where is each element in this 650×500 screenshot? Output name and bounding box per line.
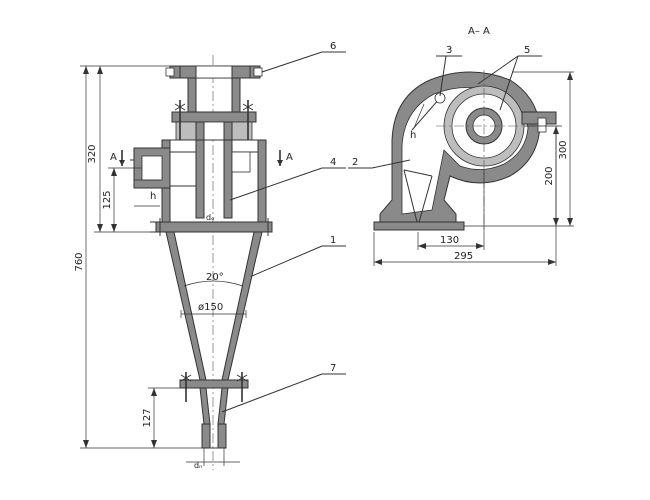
dim-height-300: 300 — [558, 140, 569, 159]
apex-flange — [179, 379, 249, 389]
leader-4 — [229, 167, 323, 201]
dim-cone-angle: 20° — [206, 272, 224, 283]
underflow-diameter: dₙ — [194, 461, 202, 470]
dim-upper-height: 320 — [87, 144, 98, 163]
dim-cone-diameter: ø150 — [198, 302, 223, 313]
leader-2 — [371, 159, 411, 169]
base-plate — [373, 221, 465, 231]
leader-5b — [499, 55, 519, 111]
dim-underflow-height: 127 — [142, 408, 153, 427]
cone-angle-arc — [183, 280, 244, 287]
leader-7 — [221, 373, 323, 413]
dim-height-200: 200 — [544, 166, 555, 185]
callout-2: 2 — [352, 157, 358, 168]
callout-5: 5 — [524, 45, 530, 56]
dim-total-height: 760 — [74, 252, 85, 271]
body-lower-flange — [155, 221, 273, 233]
underflow-nozzle-right — [217, 423, 227, 449]
inlet-h-right: h — [410, 130, 416, 141]
feed-inlet-opening — [141, 155, 163, 181]
cone-wall-right — [221, 231, 263, 381]
flange-bolt-right — [253, 67, 263, 77]
apex-wall-left — [199, 387, 211, 425]
section-mark-right: A — [286, 152, 293, 163]
vortex-finder-wall-left — [195, 121, 205, 219]
dim-inlet-height: 125 — [102, 190, 113, 209]
middle-flange — [171, 111, 257, 123]
callout-4: 4 — [330, 157, 336, 168]
vortex-finder-wall-right — [223, 121, 233, 219]
callout-3: 3 — [446, 45, 452, 56]
overflow-diameter: dₒ — [206, 213, 214, 222]
leader-6 — [261, 51, 323, 73]
apex-wall-right — [217, 387, 229, 425]
elevation-view: 760 320 125 h A A dₒ 20° ø150 — [74, 41, 346, 470]
cylinder-wall-right — [257, 139, 267, 227]
dim-width-130: 130 — [440, 235, 459, 246]
callout-7: 7 — [330, 363, 336, 374]
section-mark-left: A — [110, 152, 117, 163]
leader-5a — [477, 55, 519, 85]
section-title: A– A — [468, 26, 490, 37]
leader-3 — [439, 55, 447, 97]
callout-1: 1 — [330, 235, 336, 246]
section-view: A– A 130 295 — [348, 26, 574, 266]
flange-bolt-left — [165, 67, 175, 77]
callout-6: 6 — [330, 41, 336, 52]
leader-1 — [251, 245, 323, 277]
inlet-h-left: h — [150, 191, 156, 202]
dim-width-295: 295 — [454, 251, 473, 262]
underflow-nozzle-left — [201, 423, 211, 449]
